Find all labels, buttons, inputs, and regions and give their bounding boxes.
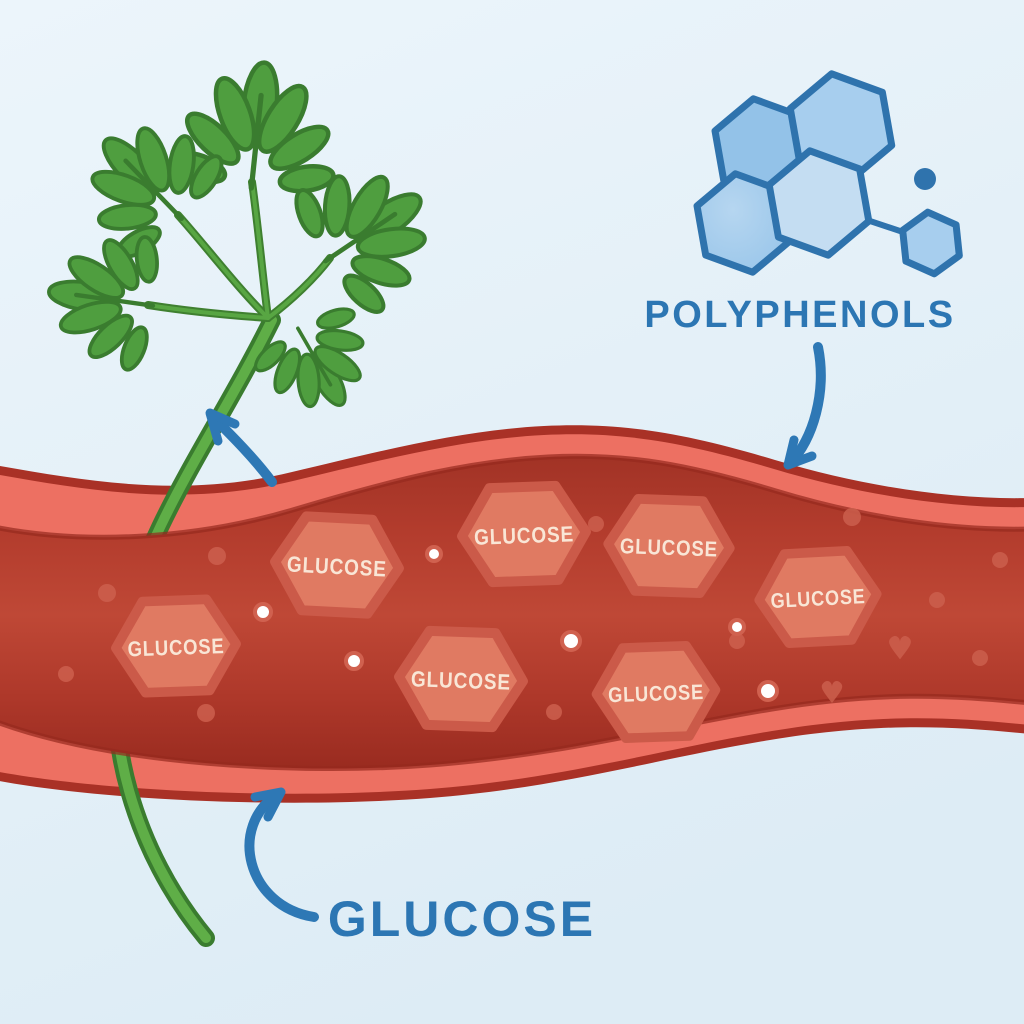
herb-arrow — [205, 408, 277, 487]
glucose-hexagon: GLUCOSE — [114, 598, 237, 693]
white-dots — [253, 545, 779, 702]
herb-branches — [144, 178, 334, 322]
molecule-dot — [914, 168, 936, 190]
polyphenols-label: POLYPHENOLS — [644, 294, 955, 336]
polyphenols-arrow — [783, 342, 826, 470]
glucose-label: GLUCOSE — [328, 891, 596, 947]
glucose-hexagon: GLUCOSE — [757, 549, 879, 644]
glucose-hexagon-label: GLUCOSE — [286, 551, 387, 581]
glucose-hexagon-label: GLUCOSE — [770, 585, 866, 613]
glucose-hexagon: GLUCOSE — [595, 645, 717, 739]
vessel-bottom-crease — [0, 693, 1024, 772]
glucose-hexagon-label: GLUCOSE — [608, 681, 705, 707]
glucose-hexagon: GLUCOSE — [273, 515, 402, 615]
glucose-hexagon: GLUCOSE — [607, 498, 732, 594]
glucose-hexagon-label: GLUCOSE — [620, 533, 719, 561]
glucose-hexagon: GLUCOSE — [397, 630, 524, 728]
glucose-hexagon: GLUCOSE — [460, 485, 587, 583]
glucose-hexagon-label: GLUCOSE — [127, 634, 225, 661]
vessel-interior: GLUCOSE GLUCOSE GLUCOSE GLUCOSE GLUCOSE … — [0, 453, 1024, 772]
annotation-arrows — [205, 342, 826, 922]
glucose-hexagon-label: GLUCOSE — [474, 521, 575, 549]
glucose-arrow — [244, 787, 319, 922]
polyphenol-molecule-icon — [693, 66, 961, 280]
glucose-hexagon-label: GLUCOSE — [411, 666, 512, 694]
